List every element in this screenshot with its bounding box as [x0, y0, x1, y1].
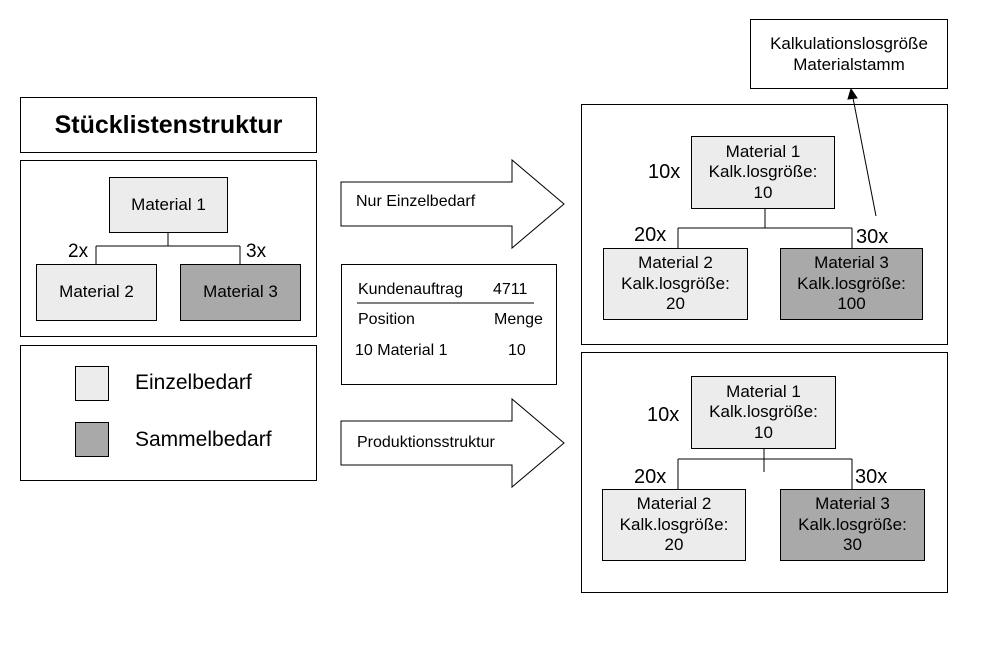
order-row-position: 10 Material 1: [355, 342, 448, 359]
top-qty-root: 10x: [648, 161, 681, 183]
bottom-node-material-2: Material 2 Kalk.losgröße: 20: [602, 489, 746, 561]
top-qty-left: 20x: [634, 224, 667, 246]
arrow-individual: [340, 158, 565, 250]
bom-qty-right: 3x: [246, 241, 267, 262]
top-node-material-2: Material 2 Kalk.losgröße: 20: [603, 248, 748, 320]
arrow-label-individual: Nur Einzelbedarf: [356, 193, 476, 210]
bottom-qty-left: 20x: [634, 466, 667, 488]
bom-qty-left: 2x: [68, 241, 89, 262]
bottom-qty-root: 10x: [647, 404, 680, 426]
note-line-2: Materialstamm: [793, 55, 905, 74]
legend-label-collective: Sammelbedarf: [135, 428, 272, 451]
bottom-tree-connectors: [677, 449, 853, 489]
legend-swatch-individual: [75, 366, 109, 401]
bom-node-material-2: Material 2: [36, 264, 157, 321]
structure-title-box: Stücklistenstruktur: [20, 97, 317, 153]
arrow-label-production: Produktionsstruktur: [357, 434, 495, 451]
legend-swatch-collective: [75, 422, 109, 457]
arrow-to-note: [847, 87, 877, 217]
top-tree-connectors: [677, 209, 853, 248]
order-row-quantity: 10: [508, 342, 526, 359]
customer-order-box: [341, 264, 557, 385]
legend-panel: [20, 345, 317, 481]
bottom-node-material-1: Material 1 Kalk.losgröße: 10: [691, 376, 836, 449]
note-line-1: Kalkulationslosgröße: [770, 33, 928, 53]
bom-node-material-3: Material 3: [180, 264, 301, 321]
bom-node-material-1: Material 1: [109, 177, 228, 233]
top-qty-right: 30x: [856, 226, 889, 248]
top-node-material-3: Material 3 Kalk.losgröße: 100: [780, 248, 923, 320]
bom-tree-connectors: [95, 233, 241, 264]
order-number: 4711: [493, 281, 528, 298]
top-node-material-1: Material 1 Kalk.losgröße: 10: [691, 136, 835, 209]
order-col-position: Position: [358, 311, 415, 328]
calc-lot-size-note: Kalkulationslosgröße Materialstamm: [750, 19, 948, 89]
bottom-node-material-3: Material 3 Kalk.losgröße: 30: [780, 489, 925, 561]
bottom-qty-right: 30x: [855, 466, 888, 488]
order-col-quantity: Menge: [494, 311, 543, 328]
legend-label-individual: Einzelbedarf: [135, 371, 252, 394]
order-label: Kundenauftrag: [358, 281, 463, 298]
arrow-production: [340, 397, 565, 489]
structure-title: Stücklistenstruktur: [54, 110, 283, 139]
